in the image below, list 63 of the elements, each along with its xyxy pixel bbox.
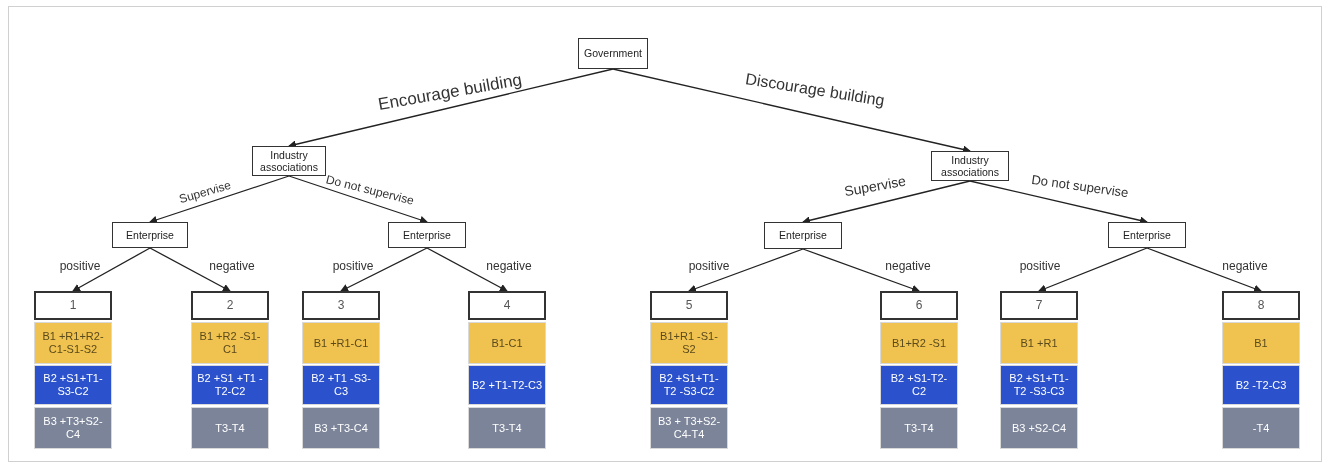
payoff-box: B2 +S1-T2-C2 — [880, 365, 958, 405]
payoff-box: B2 +S1+T1-T2 -S3-C3 — [1000, 365, 1078, 405]
arrow — [1038, 247, 1148, 293]
payoff-box: B3 +T3+S2-C4 — [34, 407, 112, 449]
edge-label: positive — [688, 260, 730, 272]
payoff-box: B2 +T1-T2-C3 — [468, 365, 546, 405]
edge-label: positive — [1019, 260, 1061, 272]
payoff-box: B1 +R1-C1 — [302, 322, 380, 364]
decision-box: Enterprise — [764, 222, 842, 249]
payoff-box: T3-T4 — [880, 407, 958, 449]
payoff-box: B1+R2 -S1 — [880, 322, 958, 364]
payoff-box: T3-T4 — [191, 407, 269, 449]
edge-label: negative — [885, 260, 931, 272]
arrow — [802, 248, 920, 293]
arrow — [340, 247, 428, 292]
decision-box: Industry associations — [931, 151, 1009, 181]
payoff-box: B3 +T3-C4 — [302, 407, 380, 449]
decision-box: Enterprise — [112, 222, 188, 248]
edge-label: positive — [59, 260, 101, 272]
outcome-number-box: 4 — [468, 291, 546, 320]
payoff-box: B2 +T1 -S3-C3 — [302, 365, 380, 405]
edge-label: positive — [332, 260, 374, 272]
edge-label: Discourage building — [744, 71, 886, 109]
outcome-number-box: 2 — [191, 291, 269, 320]
payoff-box: B3 +S2-C4 — [1000, 407, 1078, 449]
payoff-box: B1 +R1+R2-C1-S1-S2 — [34, 322, 112, 364]
decision-box: Industry associations — [252, 146, 326, 176]
payoff-box: -T4 — [1222, 407, 1300, 449]
payoff-box: B2 -T2-C3 — [1222, 365, 1300, 405]
edge-label: Do not supervise — [324, 173, 416, 207]
payoff-box: B1+R1 -S1-S2 — [650, 322, 728, 364]
payoff-box: B2 +S1 +T1 -T2-C2 — [191, 365, 269, 405]
edge-label: Supervise — [177, 178, 233, 206]
outcome-number-box: 8 — [1222, 291, 1300, 320]
edge-label: Encourage building — [376, 71, 524, 113]
arrow — [149, 247, 231, 292]
government-box: Government — [578, 38, 648, 69]
payoff-box: B2 +S1+T1-T2 -S3-C2 — [650, 365, 728, 405]
outcome-number-box: 5 — [650, 291, 728, 320]
edge-label: Do not supervise — [1030, 172, 1130, 200]
decision-box: Enterprise — [388, 222, 466, 248]
arrow — [426, 247, 508, 292]
arrow — [149, 175, 290, 224]
payoff-box: B1-C1 — [468, 322, 546, 364]
outcome-number-box: 3 — [302, 291, 380, 320]
payoff-box: B1 +R1 — [1000, 322, 1078, 364]
arrow — [72, 247, 151, 292]
payoff-box: B3 + T3+S2-C4-T4 — [650, 407, 728, 449]
edge-label: Supervise — [843, 173, 907, 199]
arrow — [288, 175, 428, 224]
outcome-number-box: 1 — [34, 291, 112, 320]
decision-box: Enterprise — [1108, 222, 1186, 248]
payoff-box: B2 +S1+T1-S3-C2 — [34, 365, 112, 405]
payoff-box: T3-T4 — [468, 407, 546, 449]
outcome-number-box: 7 — [1000, 291, 1078, 320]
payoff-box: B1 — [1222, 322, 1300, 364]
payoff-box: B1 +R2 -S1-C1 — [191, 322, 269, 364]
edge-label: negative — [1222, 260, 1268, 272]
outcome-number-box: 6 — [880, 291, 958, 320]
arrow — [688, 248, 804, 293]
arrow — [1146, 247, 1262, 293]
edge-label: negative — [486, 260, 532, 272]
edge-label: negative — [209, 260, 255, 272]
